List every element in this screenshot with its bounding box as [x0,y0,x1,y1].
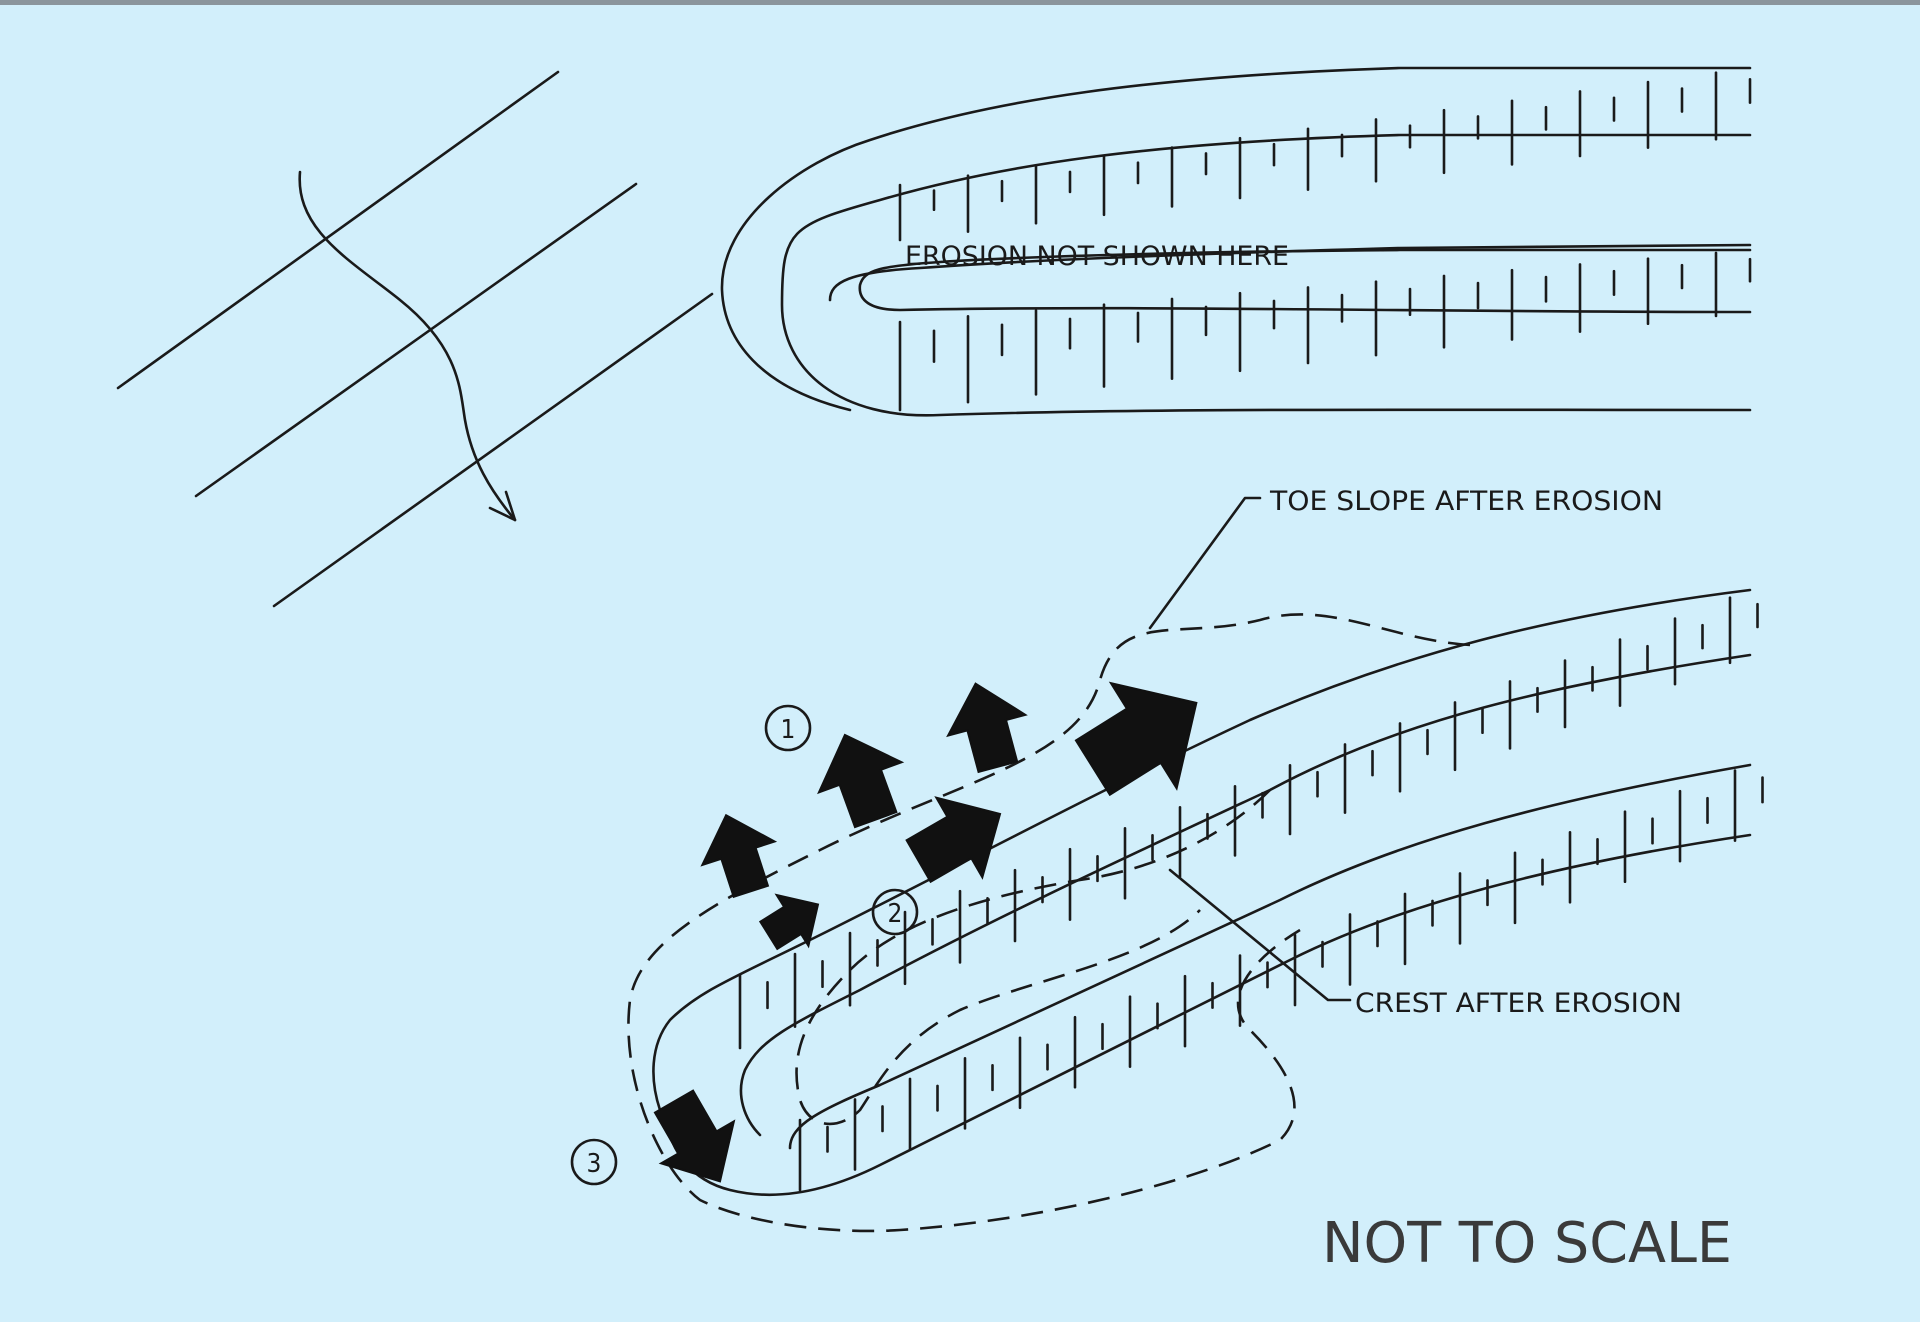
marker-3: 3 [570,1138,618,1186]
marker-2: 2 [871,888,919,936]
upper-breakwater: EROSION NOT SHOWN HERE [720,66,1752,417]
erosion-force-arrow-icon [653,1089,736,1183]
label-crest: CREST AFTER EROSION [1355,988,1682,1019]
erosion-force-arrow-icon [905,796,1002,884]
lower-breakwater: TOE SLOPE AFTER EROSION CREST AFTER EROS… [627,486,1764,1233]
erosion-force-arrow-icon [1074,681,1198,797]
marker-1: 1 [764,704,812,752]
leader-crest [1168,868,1352,1002]
erosion-force-arrow-icon [758,893,820,951]
crest-after-erosion-outline [795,789,1271,1126]
erosion-force-arrow-icon [946,682,1028,774]
wave-crest-line [194,182,638,498]
svg-text:1: 1 [781,715,796,745]
wave-crest-line [272,292,714,608]
lower-breakwater-armour-ticks [738,596,1764,1192]
svg-text:2: 2 [888,899,903,929]
svg-text:3: 3 [587,1149,602,1179]
erosion-force-arrow-icon [700,813,778,899]
wave-crest-line [116,70,560,390]
top-border [0,0,1920,5]
toe-slope-after-erosion-outline [627,613,1471,1233]
erosion-force-arrows [653,681,1198,1183]
label-toe-slope: TOE SLOPE AFTER EROSION [1269,486,1663,517]
upper-breakwater-armour-ticks [898,71,1752,412]
label-erosion-not-shown: EROSION NOT SHOWN HERE [905,241,1289,272]
wave-direction-arrow-icon [298,170,517,522]
leader-toe-slope [1148,496,1262,630]
wave-crest-lines [116,70,714,608]
scale-note: NOT TO SCALE [1322,1211,1732,1276]
erosion-force-arrow-icon [817,733,905,829]
